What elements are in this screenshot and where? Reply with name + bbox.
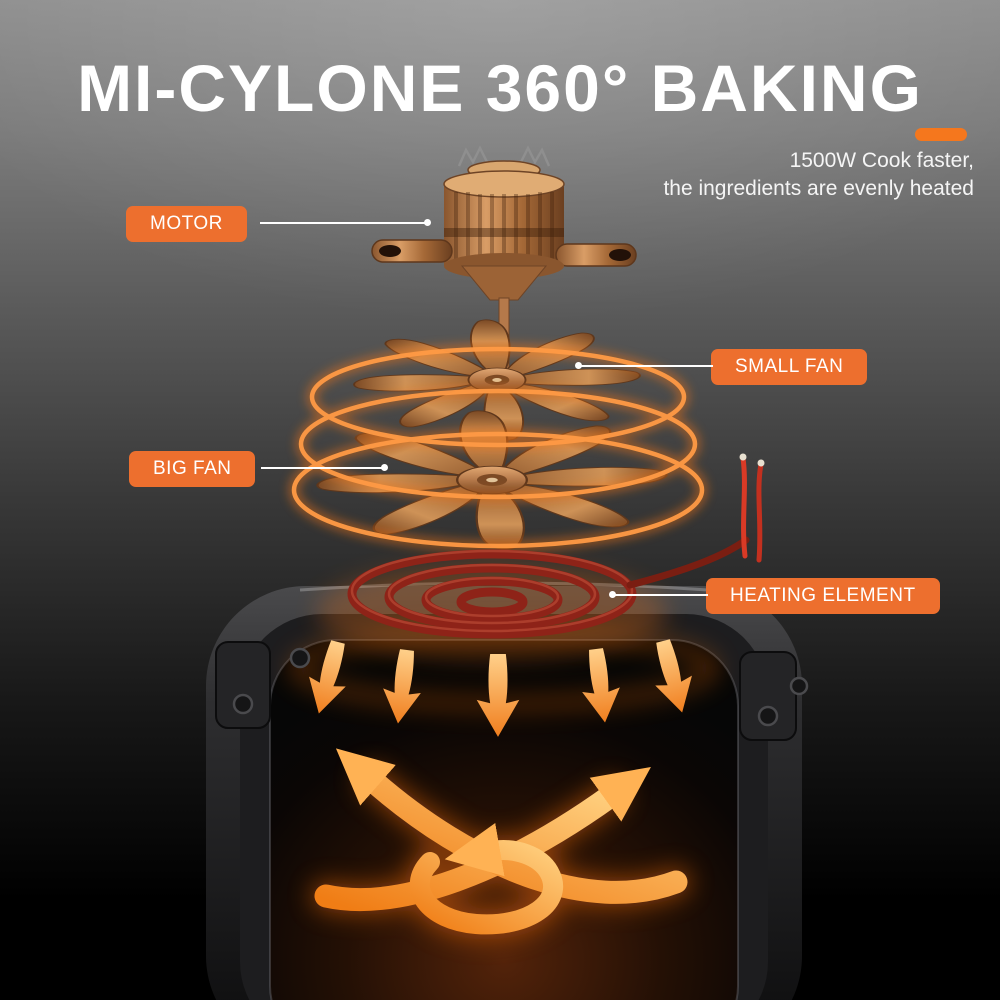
fan-rings-graphic — [288, 343, 708, 552]
thermostat-wires-graphic — [739, 453, 765, 563]
heating-coil-graphic — [317, 453, 765, 660]
motor-graphic — [371, 145, 637, 375]
airflow-swirl-arrows — [311, 748, 691, 940]
